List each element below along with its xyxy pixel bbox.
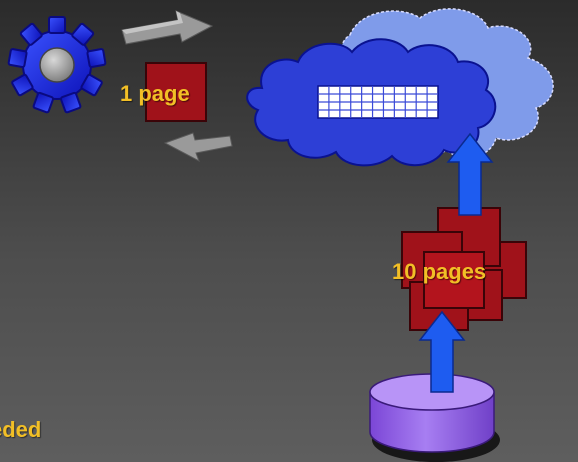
ten-pages-label: 10 pages <box>392 259 487 284</box>
gear-hub <box>39 47 75 83</box>
load-to-cloud-arrow <box>446 132 494 216</box>
ten-pages-stack <box>401 207 527 331</box>
return-arrow <box>163 132 233 163</box>
one-page-label: 1 page <box>120 81 190 106</box>
read-from-disk-arrow <box>418 310 466 393</box>
buffer-grid-icon <box>317 85 439 119</box>
single-page-block <box>145 62 207 122</box>
bottom-label-fragment: eded <box>0 417 42 442</box>
database-cylinder-icon <box>369 373 500 462</box>
gear-icon <box>7 16 107 114</box>
request-arrow <box>121 10 214 45</box>
